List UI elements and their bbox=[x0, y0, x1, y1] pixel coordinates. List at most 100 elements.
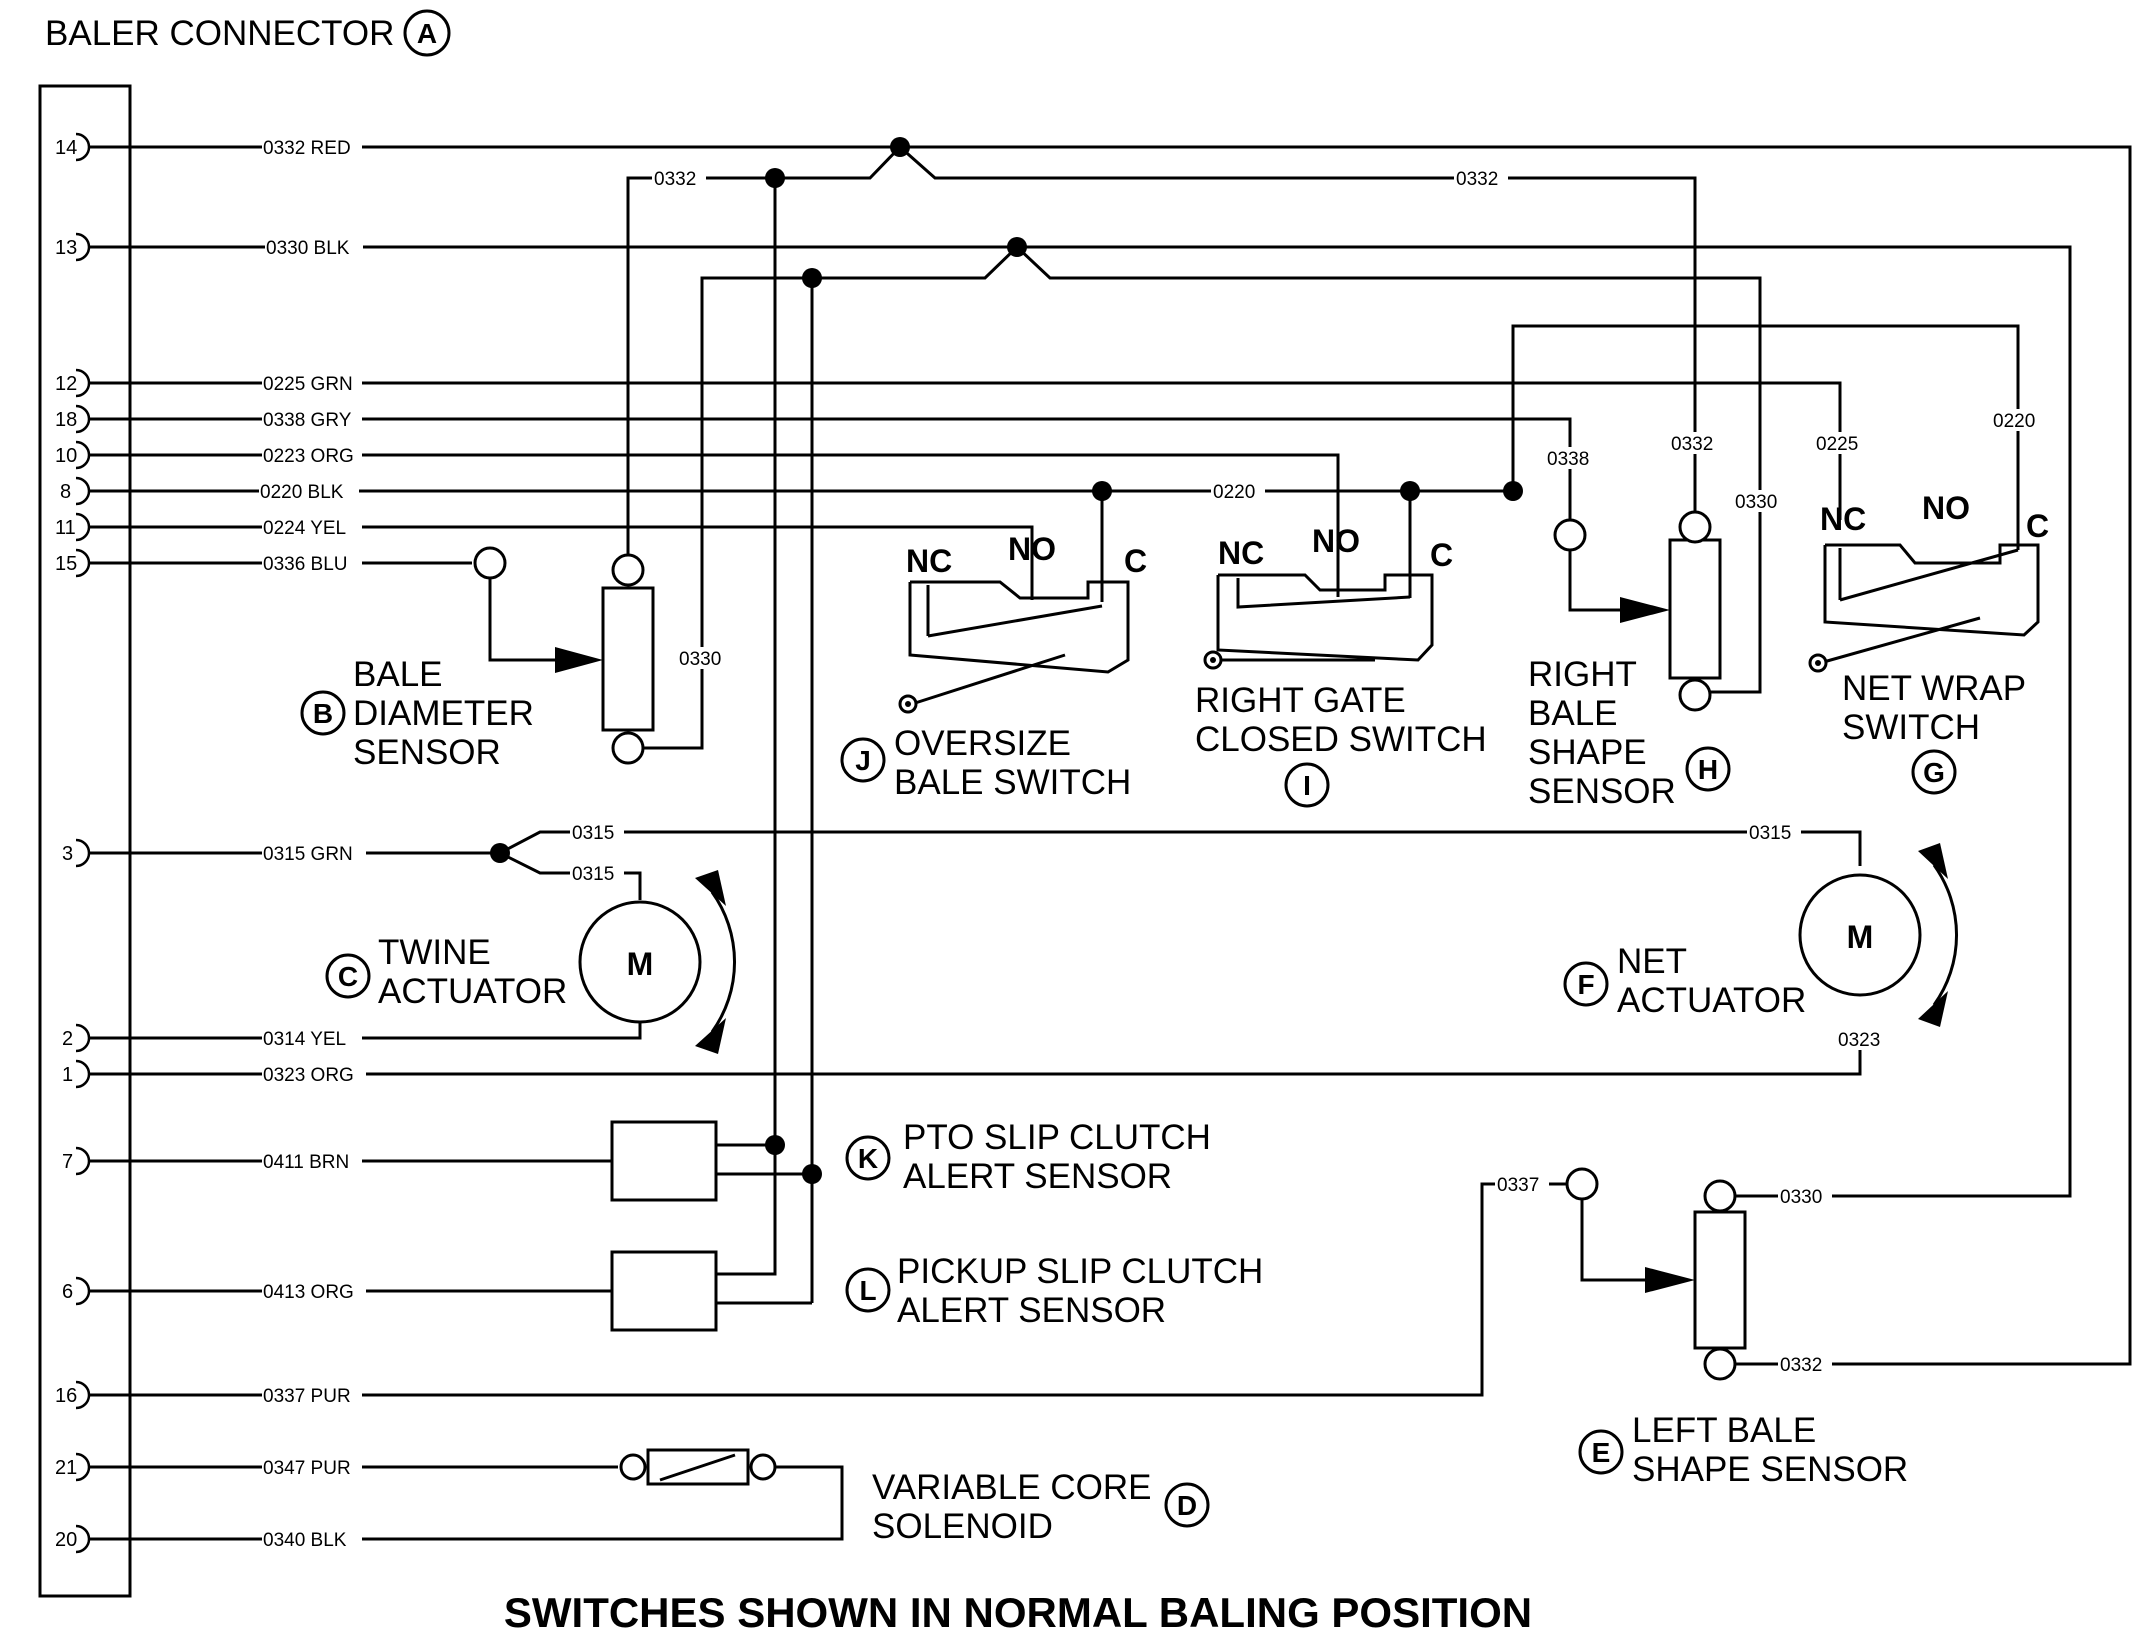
svg-text:0323 ORG: 0323 ORG bbox=[263, 1065, 354, 1086]
svg-text:J: J bbox=[855, 745, 871, 776]
svg-text:0332: 0332 bbox=[1671, 434, 1713, 455]
svg-text:E: E bbox=[1592, 1437, 1611, 1468]
right-gate-closed-switch bbox=[1203, 573, 1434, 670]
svg-text:20: 20 bbox=[55, 1529, 77, 1551]
svg-text:BALE: BALE bbox=[1528, 694, 1618, 733]
svg-text:PICKUP SLIP CLUTCH: PICKUP SLIP CLUTCH bbox=[897, 1252, 1263, 1291]
svg-text:0337 PUR: 0337 PUR bbox=[263, 1386, 351, 1407]
pin-sockets bbox=[75, 132, 91, 1554]
svg-text:NET WRAP: NET WRAP bbox=[1842, 669, 2026, 708]
footer-note: SWITCHES SHOWN IN NORMAL BALING POSITION bbox=[504, 1589, 1532, 1636]
component-l-label: L PICKUP SLIP CLUTCH ALERT SENSOR bbox=[845, 1252, 1263, 1330]
svg-text:12: 12 bbox=[55, 373, 77, 395]
net-actuator-motor: M bbox=[1798, 843, 1958, 1027]
svg-text:BALE: BALE bbox=[353, 655, 443, 694]
svg-text:0315: 0315 bbox=[1749, 823, 1791, 844]
svg-text:0336 BLU: 0336 BLU bbox=[263, 554, 348, 575]
svg-text:G: G bbox=[1923, 757, 1945, 788]
gate-switch-no-label: NO bbox=[1312, 523, 1360, 559]
component-h-label: RIGHT BALE SHAPE SENSOR H bbox=[1528, 655, 1731, 811]
svg-text:0223 ORG: 0223 ORG bbox=[263, 446, 354, 467]
pickup-slip-clutch-sensor-body bbox=[610, 1250, 718, 1332]
svg-text:0224 YEL: 0224 YEL bbox=[263, 518, 346, 539]
svg-text:ACTUATOR: ACTUATOR bbox=[378, 972, 567, 1011]
motor-m-label: M bbox=[1847, 919, 1874, 955]
svg-text:PTO SLIP CLUTCH: PTO SLIP CLUTCH bbox=[903, 1118, 1211, 1157]
oversize-bale-switch bbox=[898, 580, 1130, 714]
right-bale-shape-sensor bbox=[1553, 510, 1722, 712]
component-e-label: E LEFT BALE SHAPE SENSOR bbox=[1578, 1411, 1908, 1489]
gate-switch-nc-label: NC bbox=[1218, 535, 1264, 571]
wires bbox=[89, 144, 2132, 1541]
svg-text:SOLENOID: SOLENOID bbox=[872, 1507, 1053, 1546]
svg-text:0330 BLK: 0330 BLK bbox=[266, 238, 350, 259]
svg-text:0332: 0332 bbox=[1780, 1355, 1822, 1376]
svg-text:0314 YEL: 0314 YEL bbox=[263, 1029, 346, 1050]
svg-text:0220 BLK: 0220 BLK bbox=[260, 482, 344, 503]
svg-text:TWINE: TWINE bbox=[378, 933, 491, 972]
component-c-label: C TWINE ACTUATOR bbox=[325, 933, 567, 1011]
svg-text:6: 6 bbox=[62, 1281, 73, 1303]
svg-text:SHAPE SENSOR: SHAPE SENSOR bbox=[1632, 1450, 1908, 1489]
svg-text:NET: NET bbox=[1617, 942, 1687, 981]
svg-text:H: H bbox=[1698, 754, 1718, 785]
svg-text:ALERT SENSOR: ALERT SENSOR bbox=[903, 1157, 1172, 1196]
oversize-switch-no-label: NO bbox=[1008, 531, 1056, 567]
svg-text:L: L bbox=[859, 1275, 876, 1306]
diagram-title: BALER CONNECTOR bbox=[45, 14, 394, 53]
net-wrap-switch bbox=[1808, 543, 2040, 673]
svg-text:13: 13 bbox=[55, 237, 77, 259]
svg-text:F: F bbox=[1577, 969, 1594, 1000]
svg-text:14: 14 bbox=[55, 137, 77, 159]
svg-text:0330: 0330 bbox=[1735, 492, 1777, 513]
svg-text:RIGHT GATE: RIGHT GATE bbox=[1195, 681, 1406, 720]
svg-text:0220: 0220 bbox=[1993, 411, 2035, 432]
netwrap-switch-c-label: C bbox=[2026, 508, 2049, 544]
component-g-label: NET WRAP SWITCH G bbox=[1842, 669, 2026, 795]
svg-text:7: 7 bbox=[62, 1151, 73, 1173]
svg-text:DIAMETER: DIAMETER bbox=[353, 694, 534, 733]
svg-text:2: 2 bbox=[62, 1028, 73, 1050]
svg-text:0340 BLK: 0340 BLK bbox=[263, 1530, 347, 1551]
rotation-arrow-icon bbox=[1918, 991, 1948, 1027]
svg-text:SENSOR: SENSOR bbox=[1528, 772, 1676, 811]
svg-text:0347 PUR: 0347 PUR bbox=[263, 1458, 351, 1479]
svg-text:OVERSIZE: OVERSIZE bbox=[894, 724, 1071, 763]
svg-text:0315: 0315 bbox=[572, 864, 614, 885]
svg-text:0225: 0225 bbox=[1816, 434, 1858, 455]
svg-text:0332 RED: 0332 RED bbox=[263, 138, 351, 159]
svg-text:0338: 0338 bbox=[1547, 449, 1589, 470]
component-k-label: K PTO SLIP CLUTCH ALERT SENSOR bbox=[845, 1118, 1211, 1196]
svg-text:I: I bbox=[1303, 770, 1311, 801]
wire-labels: 0332 RED 0330 BLK 0225 GRN 0338 GRY 0223… bbox=[259, 136, 2045, 1551]
netwrap-switch-no-label: NO bbox=[1922, 490, 1970, 526]
svg-text:D: D bbox=[1177, 1490, 1197, 1521]
variable-core-solenoid bbox=[619, 1448, 777, 1486]
svg-text:0315 GRN: 0315 GRN bbox=[263, 844, 353, 865]
component-b-label: B BALE DIAMETER SENSOR bbox=[300, 655, 534, 772]
svg-text:0330: 0330 bbox=[1780, 1187, 1822, 1208]
twine-actuator-motor: M bbox=[578, 870, 736, 1054]
component-j-label: J OVERSIZE BALE SWITCH bbox=[840, 724, 1131, 802]
svg-text:0338 GRY: 0338 GRY bbox=[263, 410, 352, 431]
svg-text:1: 1 bbox=[62, 1064, 73, 1086]
svg-text:18: 18 bbox=[55, 409, 77, 431]
pin-numbers: 14 13 12 18 10 8 11 15 3 2 1 7 6 16 21 2… bbox=[55, 137, 77, 1551]
rotation-arrow-icon bbox=[1918, 843, 1948, 879]
svg-text:16: 16 bbox=[55, 1385, 77, 1407]
svg-text:LEFT BALE: LEFT BALE bbox=[1632, 1411, 1816, 1450]
component-d-label: VARIABLE CORE SOLENOID D bbox=[872, 1468, 1210, 1546]
svg-text:SENSOR: SENSOR bbox=[353, 733, 501, 772]
svg-text:0332: 0332 bbox=[1456, 169, 1498, 190]
svg-text:15: 15 bbox=[55, 553, 77, 575]
svg-text:SHAPE: SHAPE bbox=[1528, 733, 1647, 772]
svg-text:SWITCH: SWITCH bbox=[1842, 708, 1980, 747]
svg-text:0315: 0315 bbox=[572, 823, 614, 844]
pto-slip-clutch-sensor-body bbox=[610, 1120, 718, 1202]
svg-text:ACTUATOR: ACTUATOR bbox=[1617, 981, 1806, 1020]
svg-text:8: 8 bbox=[60, 481, 71, 503]
svg-text:A: A bbox=[417, 18, 437, 49]
svg-text:ALERT SENSOR: ALERT SENSOR bbox=[897, 1291, 1166, 1330]
svg-text:10: 10 bbox=[55, 445, 77, 467]
